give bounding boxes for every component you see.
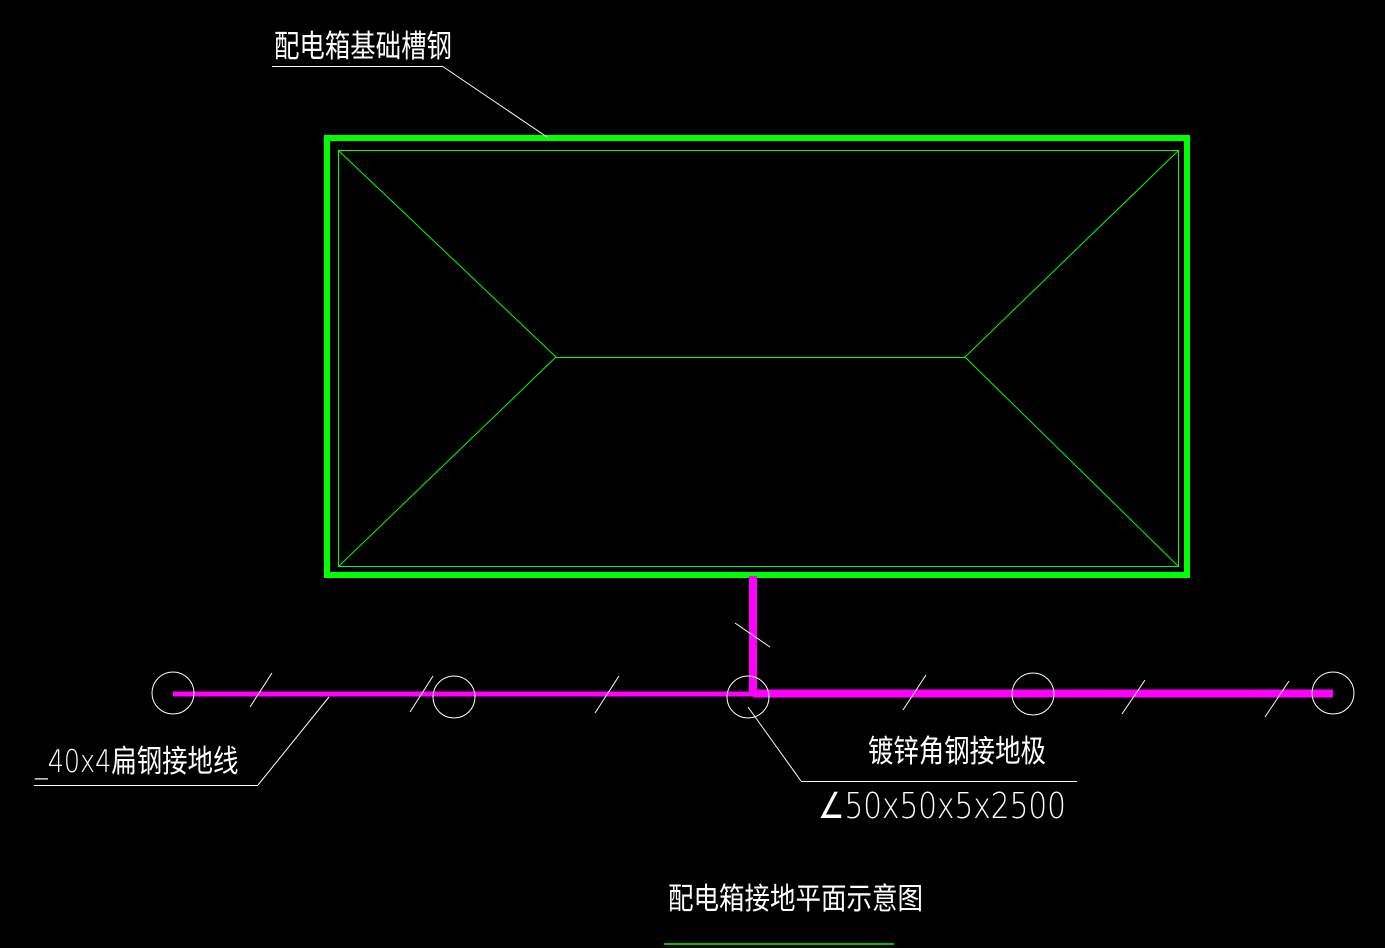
diagram-title: 配电箱接地平面示意图 bbox=[668, 882, 923, 917]
diagonal-bottom-right bbox=[964, 356, 1179, 567]
channel-steel-label: 配电箱基础槽钢 bbox=[274, 29, 452, 65]
channel-steel-frame bbox=[324, 135, 1190, 578]
diagonal-bottom-left bbox=[338, 356, 557, 567]
ground-electrode-3 bbox=[726, 675, 770, 719]
ground-electrode-1 bbox=[151, 671, 195, 715]
wire-tick-marks bbox=[249, 622, 1290, 718]
channel-steel-leader bbox=[272, 65, 548, 138]
box-inner-outline bbox=[338, 150, 1179, 567]
distribution-box-foundation bbox=[324, 135, 1190, 578]
ground-electrode-2 bbox=[432, 675, 476, 719]
ground-electrode-5 bbox=[1311, 671, 1355, 715]
flat-steel-ground-wire-label: _40x4扁钢接地线 bbox=[35, 744, 239, 780]
angle-steel-spec-label: ∠50x50x5x2500 bbox=[818, 786, 1066, 827]
ground-electrode-4 bbox=[1011, 672, 1055, 716]
diagonal-top-right bbox=[964, 150, 1179, 358]
ground-electrodes bbox=[151, 671, 1355, 719]
flat-steel-leader bbox=[34, 696, 330, 786]
angle-steel-electrode-label: 镀锌角钢接地极 bbox=[868, 734, 1046, 770]
diagonal-top-left bbox=[338, 150, 557, 358]
angle-electrode-leader bbox=[747, 706, 1077, 782]
